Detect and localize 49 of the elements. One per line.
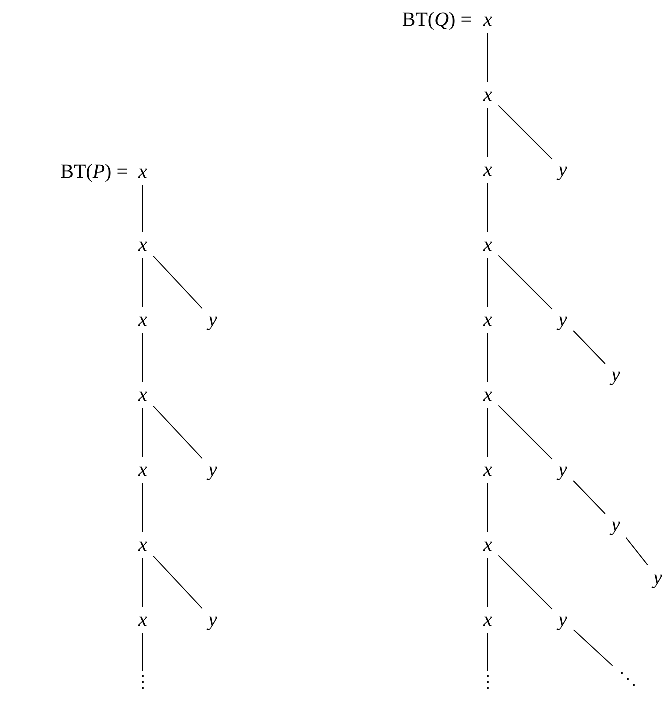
tree-node-label: x bbox=[482, 384, 494, 406]
tree-node-label: ⋮ bbox=[132, 673, 154, 693]
tree-node-label: x bbox=[482, 534, 494, 556]
tree-node-label: x bbox=[482, 159, 494, 181]
tree-branch-line bbox=[142, 184, 144, 232]
tree-node-label: y bbox=[556, 159, 570, 181]
tree-node-label: y bbox=[556, 609, 570, 631]
tree-branch-line bbox=[142, 332, 144, 382]
tree-node-label: y bbox=[206, 609, 220, 631]
tree-node-label: x bbox=[136, 234, 150, 256]
tree-node-label: y bbox=[610, 364, 622, 386]
tree-node-label: y bbox=[556, 459, 570, 481]
tree-branch-line bbox=[498, 405, 553, 460]
tree-branch-line bbox=[498, 255, 553, 310]
tree-node-label: x bbox=[136, 609, 150, 631]
tree-branch-line bbox=[573, 330, 606, 364]
tree-node-label: x bbox=[136, 309, 150, 331]
tree-node-label: ⋱ bbox=[617, 670, 639, 690]
tree-branch-line bbox=[142, 258, 144, 308]
tree-branch-line bbox=[498, 105, 553, 160]
tree-branch-line bbox=[573, 630, 614, 666]
tree-branch-line bbox=[142, 408, 144, 458]
tree-node-label: x bbox=[136, 534, 150, 556]
tree-node-label: x bbox=[482, 309, 494, 331]
tree-node-label: x bbox=[482, 459, 494, 481]
tree-branch-line bbox=[142, 482, 144, 532]
tree-node-label: y bbox=[206, 459, 220, 481]
tree-branch-line bbox=[142, 558, 144, 608]
tree-node-label: x bbox=[136, 161, 150, 183]
tree-branch-line bbox=[142, 632, 144, 672]
tree-node-label: x bbox=[482, 609, 494, 631]
tree-branch-line bbox=[626, 537, 648, 566]
tree-node-label: x bbox=[136, 459, 150, 481]
tree-node-label: x bbox=[482, 234, 494, 256]
tree-branch-line bbox=[153, 256, 203, 310]
tree-node-label: y bbox=[206, 309, 220, 331]
tree-heading-label: BT(P) = bbox=[60, 162, 128, 182]
tree-branch-line bbox=[153, 406, 203, 460]
tree-node-label: x bbox=[482, 9, 494, 31]
tree-node-label: y bbox=[610, 514, 622, 536]
tree-heading-label: BT(Q) = bbox=[402, 10, 472, 30]
tree-branch-line bbox=[153, 556, 203, 610]
tree-node-label: x bbox=[136, 384, 150, 406]
tree-node-label: y bbox=[652, 567, 664, 589]
tree-branch-line bbox=[498, 555, 553, 610]
tree-node-label: ⋮ bbox=[477, 673, 499, 693]
tree-node-label: x bbox=[482, 84, 494, 106]
tree-node-label: y bbox=[556, 309, 570, 331]
tree-branch-line bbox=[573, 480, 606, 514]
